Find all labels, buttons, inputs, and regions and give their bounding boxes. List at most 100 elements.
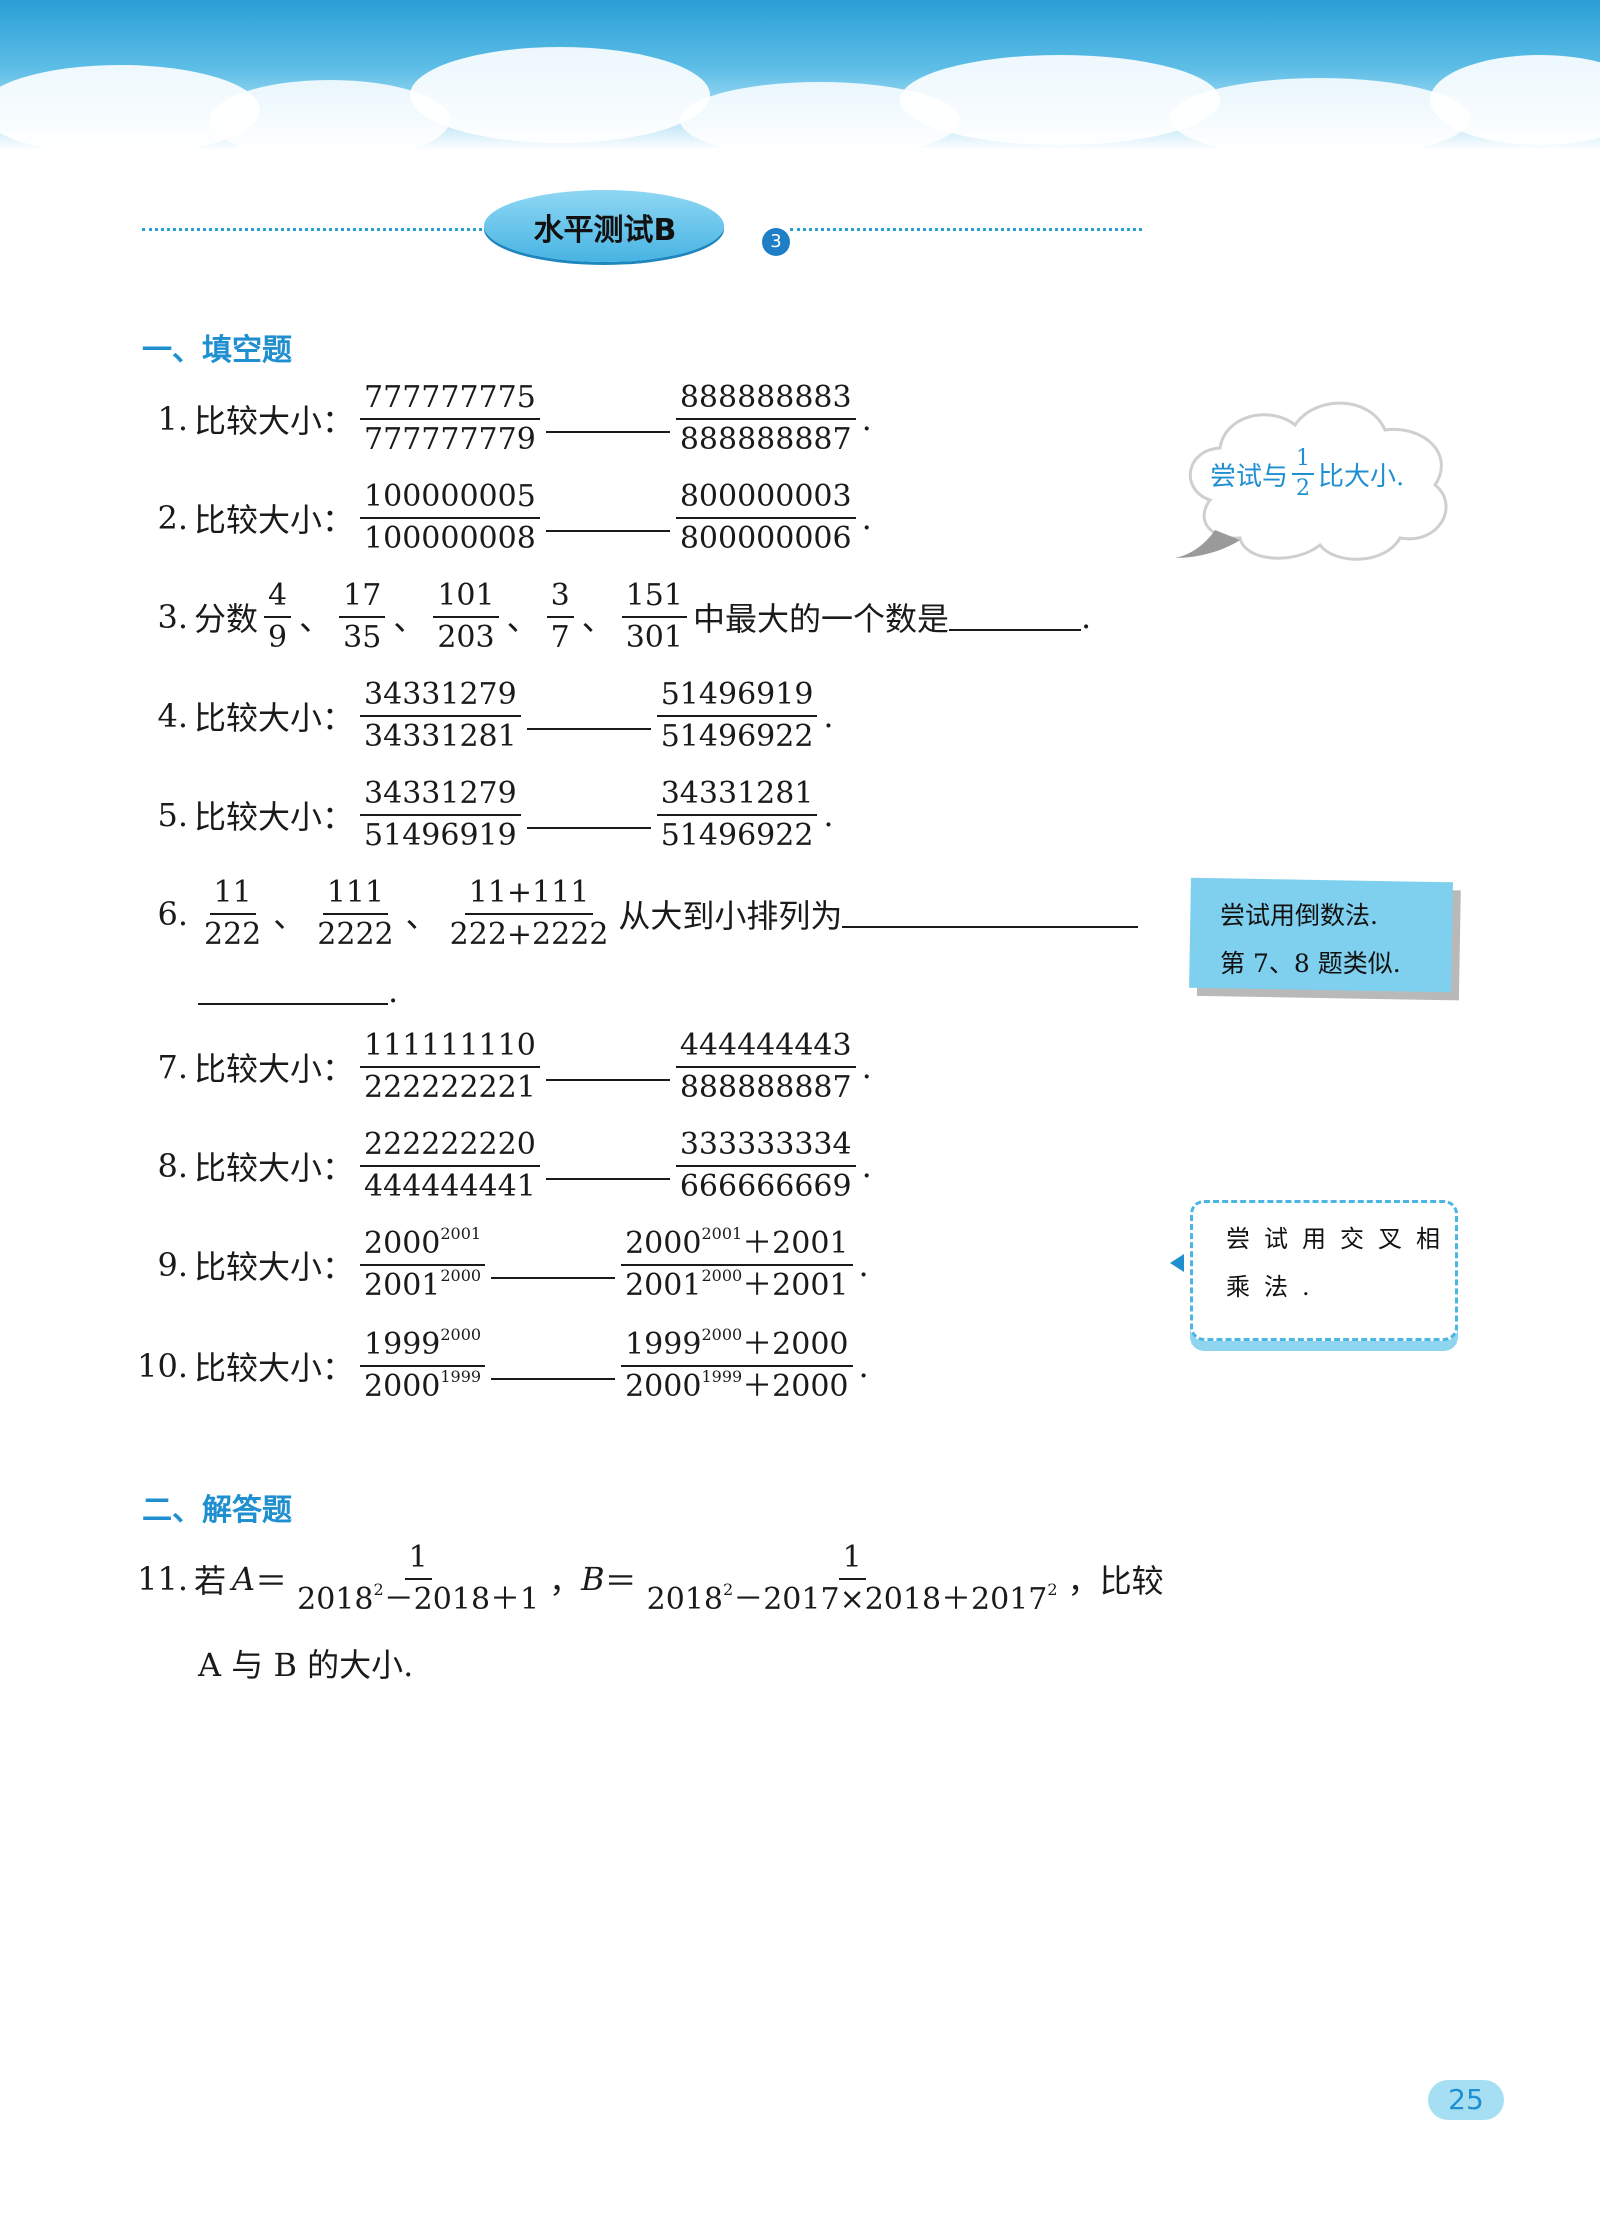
answer-blank[interactable] <box>526 801 651 829</box>
exponent: 2001 <box>440 1224 482 1243</box>
separator: 、 <box>299 600 332 638</box>
tip-line-1: 尝试用倒数法. <box>1220 901 1378 930</box>
question-11: 11. 若 A ＝ 1 20182－2018＋1 ， B ＝ 1 20182－2… <box>130 1538 1164 1620</box>
question-11-line-2: A 与 B 的大小. <box>198 1640 413 1686</box>
denominator: 51496922 <box>660 719 814 754</box>
exponent: 2001 <box>701 1224 743 1243</box>
separator: 、 <box>273 897 306 935</box>
exponent: 1999 <box>701 1367 743 1386</box>
period: . <box>858 1347 869 1385</box>
section-heading-answer: 二、解答题 <box>142 1493 292 1528</box>
addend: ＋2001 <box>742 1226 849 1261</box>
base: 2018 <box>646 1582 724 1617</box>
period: . <box>861 1147 872 1185</box>
base: 2000 <box>625 1226 702 1261</box>
cloud-decoration <box>0 47 1600 150</box>
answer-blank[interactable] <box>545 504 670 532</box>
fraction-b: 1 20182－2017×2018＋20172 <box>643 1538 1062 1620</box>
sky-banner <box>0 0 1600 150</box>
fraction-left: 20002001 20012000 <box>360 1224 486 1306</box>
numerator: 111111110 <box>360 1026 540 1068</box>
question-number: 3. <box>157 598 188 636</box>
answer-blank[interactable] <box>526 702 651 730</box>
separator: 、 <box>506 600 539 638</box>
fraction-left: 19992000 20001999 <box>360 1325 486 1407</box>
expression-rest: －2017×2018＋2017 <box>733 1582 1048 1617</box>
question-text: 中最大的一个数是 <box>692 600 949 638</box>
period: . <box>861 1048 872 1086</box>
denominator: 7 <box>550 620 570 655</box>
period: . <box>388 972 399 1010</box>
period: . <box>823 796 834 834</box>
question-number: 2. <box>157 499 188 537</box>
answer-blank[interactable] <box>545 405 670 433</box>
question-number: 1. <box>157 400 188 438</box>
variable-b: B <box>581 1560 605 1598</box>
denominator: 20182－2018＋1 <box>293 1580 543 1620</box>
denominator: 20012000＋2001 <box>621 1266 852 1306</box>
tip-note-cross-multiply <box>1190 1200 1458 1341</box>
exponent: 2000 <box>701 1325 743 1344</box>
question-6-line-2: . <box>198 972 398 1010</box>
numerator: 19992000 <box>360 1325 486 1367</box>
numerator: 100000005 <box>360 477 540 519</box>
question-number: 6. <box>157 895 188 933</box>
exponent: 2 <box>1047 1580 1058 1599</box>
answer-blank[interactable] <box>545 1053 670 1081</box>
tip-note-text: 尝试用交叉相乘法. <box>1226 1225 1454 1301</box>
addend: ＋2000 <box>742 1327 849 1362</box>
question-number: 8. <box>157 1147 188 1185</box>
denominator: 20001999 <box>360 1367 485 1407</box>
answer-blank-continued[interactable] <box>198 977 388 1005</box>
numerator: 111 <box>322 873 389 915</box>
denominator: 20182－2017×2018＋20172 <box>643 1580 1062 1620</box>
question-number: 9. <box>157 1246 188 1284</box>
question-label: 比较大小： <box>194 699 355 737</box>
question-label: 比较大小： <box>194 1248 355 1286</box>
question-number: 10. <box>137 1347 188 1385</box>
numerator: 333333334 <box>675 1125 856 1167</box>
answer-blank[interactable] <box>491 1352 616 1380</box>
base: 1999 <box>364 1327 441 1362</box>
answer-blank[interactable] <box>842 900 1139 928</box>
numerator: 1 <box>1292 445 1315 475</box>
numerator: 222222220 <box>360 1125 540 1167</box>
base: 2001 <box>625 1268 702 1303</box>
numerator: 444444443 <box>675 1026 856 1068</box>
base: 2001 <box>364 1268 441 1303</box>
base: 2000 <box>364 1369 441 1404</box>
denominator: 777777779 <box>364 422 536 457</box>
answer-blank[interactable] <box>491 1251 616 1279</box>
denominator: 444444441 <box>364 1169 536 1204</box>
answer-blank[interactable] <box>545 1152 670 1180</box>
denominator: 203 <box>437 620 495 655</box>
period: . <box>861 400 872 438</box>
section-heading-fill-blank: 一、填空题 <box>142 333 292 368</box>
numerator: 19992000＋2000 <box>621 1325 853 1367</box>
answer-blank[interactable] <box>949 603 1081 631</box>
expression-rest: －2018＋1 <box>383 1582 540 1617</box>
separator: 、 <box>405 897 438 935</box>
denominator: 100000008 <box>364 521 536 556</box>
separator: 、 <box>393 600 426 638</box>
equals-sign: ＝ <box>604 1562 637 1600</box>
denominator: 222+2222 <box>449 917 609 952</box>
base: 2018 <box>297 1582 374 1617</box>
tip-note-text: 尝试用倒数法. 第 7、8 题类似. <box>1220 892 1401 988</box>
numerator: 11 <box>209 873 256 915</box>
denominator: 51496919 <box>364 818 517 853</box>
denominator: 666666669 <box>679 1169 852 1204</box>
numerator: 151 <box>621 576 687 618</box>
numerator: 777777775 <box>360 378 540 420</box>
